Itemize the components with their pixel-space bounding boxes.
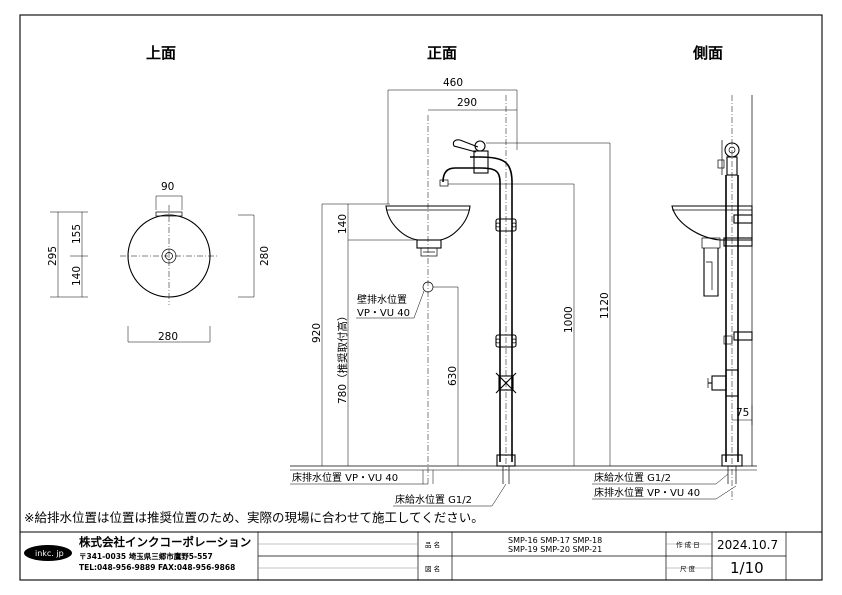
label-floor-drain-front: 床排水位置 VP・VU 40 [292, 471, 398, 484]
dim-top-155: 155 [71, 224, 83, 244]
company-tel-fax: TEL:048-956-9889 FAX:048-956-9868 [79, 563, 235, 572]
label-wall-drain-2: VP・VU 40 [357, 308, 410, 319]
top-view: 90 155 140 295 280 280 [47, 181, 271, 343]
label-product-name: 品 名 [425, 540, 440, 549]
company-logo-text: inkc. jp [35, 549, 64, 558]
faucet-body [473, 150, 489, 174]
basin-drain-front [416, 239, 442, 249]
dim-front-140: 140 [337, 214, 349, 234]
valve-side [711, 375, 727, 391]
company-address: 〒341-0035 埼玉県三郷市鷹野5-557 [79, 551, 213, 561]
basin-bowl-side [671, 205, 753, 241]
label-drawing-name: 図 名 [425, 564, 440, 573]
company-name: 株式会社インクコーポレーション [79, 535, 251, 549]
created-date: 2024.10.7 [717, 538, 778, 552]
label-wall-drain-1: 壁排水位置 [357, 293, 407, 306]
dim-top-140: 140 [71, 266, 83, 286]
footnote: ※給排水位置は位置は推奨位置のため、実際の現場に合わせて施工してください。 [24, 510, 484, 525]
label-floor-drain-side: 床排水位置 VP・VU 40 [594, 486, 700, 499]
drawing-scale: 1/10 [730, 559, 764, 577]
company-logo [24, 545, 72, 561]
view-title-side: 側面 [692, 44, 723, 62]
dim-side-75: 75 [736, 407, 749, 419]
dim-top-280-diameter: 280 [158, 331, 178, 343]
view-title-front: 正面 [427, 44, 457, 62]
dim-top-280-height: 280 [259, 246, 271, 266]
dim-front-1120: 1120 [599, 292, 611, 319]
dim-front-630: 630 [447, 366, 459, 386]
dim-front-780: 780（推奨取付高） [336, 310, 349, 404]
sheet-border [19, 14, 823, 581]
dim-top-295: 295 [47, 246, 59, 266]
front-view: 460 290 140 920 780（推奨取付高） 630 壁排水位置 VP・… [290, 77, 757, 507]
dim-front-920: 920 [311, 323, 323, 343]
product-models-line2: SMP-19 SMP-20 SMP-21 [508, 545, 602, 554]
dim-front-460: 460 [443, 77, 463, 89]
product-models-line1: SMP-16 SMP-17 SMP-18 [508, 536, 602, 545]
dim-front-1000: 1000 [563, 306, 575, 333]
view-title-top: 上面 [146, 44, 176, 62]
label-floor-supply-front: 床給水位置 G1/2 [395, 493, 472, 506]
dim-top-90: 90 [161, 181, 174, 193]
title-block: inkc. jp 株式会社インクコーポレーション 〒341-0035 埼玉県三郷… [20, 531, 822, 580]
side-view: 75 床給水位置 G1/2 床排水位置 VP・VU 40 [592, 95, 753, 500]
label-scale: 尺 度 [680, 564, 696, 573]
label-created-date: 作 成 日 [676, 540, 700, 549]
dim-front-290: 290 [457, 97, 477, 109]
label-floor-supply-side: 床給水位置 G1/2 [594, 471, 671, 484]
